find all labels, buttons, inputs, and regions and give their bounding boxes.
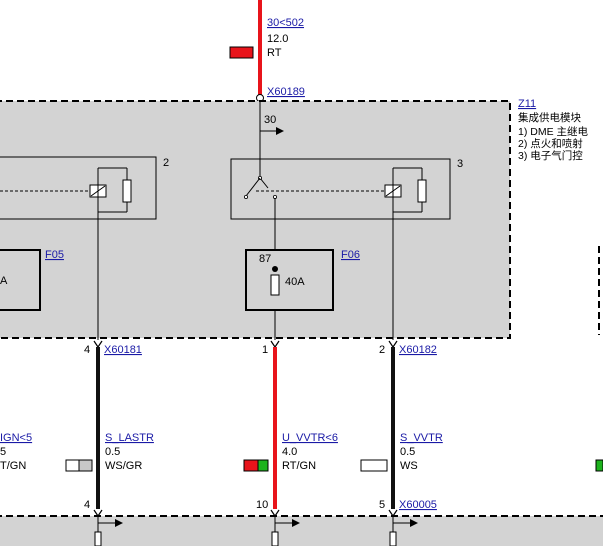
relay-right-box (230, 158, 451, 220)
fuse-f05-rating: A (0, 275, 8, 287)
fuse-f06-junction (272, 266, 278, 272)
wire-s-vvtr (391, 347, 395, 509)
fuse-f06-link[interactable]: F06 (341, 249, 360, 261)
pin-4-label: 4 (84, 344, 90, 356)
fuse-icon (270, 274, 280, 296)
wire-s-lastr (96, 347, 100, 509)
connector-x60189-link[interactable]: X60189 (267, 86, 305, 98)
terminal-30-label: 30 (264, 114, 276, 126)
fuse-f06-pin: 87 (259, 253, 271, 265)
connector-chevron-icon (93, 340, 103, 349)
swatch-gray-icon (78, 459, 93, 472)
relay-right-pin: 3 (457, 158, 463, 170)
wire-u-vvtr-link[interactable]: U_VVTR<6 (282, 432, 338, 444)
fuse-f06-rating: 40A (285, 276, 305, 288)
wire-color-code: RT (267, 47, 282, 59)
relay-switch-contact-icon (259, 177, 269, 189)
connector-chevron-icon (388, 340, 398, 349)
arrow-right-icon (292, 519, 300, 527)
swatch-green-icon (595, 459, 603, 472)
pin-5-label: 5 (379, 499, 385, 511)
swatch-white-icon (65, 459, 80, 472)
wire-ign-size: 5 (0, 446, 6, 458)
wire-size: 12.0 (267, 33, 288, 45)
module-ref-link[interactable]: Z11 (518, 98, 536, 110)
wire-ign-link[interactable]: IGN<5 (0, 432, 32, 444)
wire-color-swatch (229, 46, 254, 59)
component-icon (271, 531, 279, 546)
module-item-3: 3) 电子气门控 (518, 149, 583, 162)
wire-u-vvtr-color: RT/GN (282, 460, 316, 472)
relay-left-box (0, 156, 157, 220)
wire-s-lastr-link[interactable]: S_LASTR (105, 432, 154, 444)
module-title: 集成供电模块 (518, 111, 581, 124)
wire-s-vvtr-color: WS (400, 460, 418, 472)
connector-x60182-link[interactable]: X60182 (399, 344, 437, 356)
relay-left-resistor-icon (122, 179, 132, 203)
relay-right-resistor-icon (417, 179, 427, 203)
fuse-f06-box (245, 249, 334, 311)
arrow-right-icon (276, 127, 284, 135)
pin-2-label: 2 (379, 344, 385, 356)
pin-10-label: 10 (256, 499, 268, 511)
relay-switch-contact-a (243, 194, 248, 199)
module-item-2: 2) 点火和喷射 (518, 137, 583, 150)
pin-1-label: 1 (262, 344, 268, 356)
relay-switch-arm (245, 177, 261, 197)
swatch-red-icon (243, 459, 259, 472)
wire-s-vvtr-link[interactable]: S_VVTR (400, 432, 443, 444)
wire-ref-link[interactable]: 30<502 (267, 17, 304, 29)
wire-s-vvtr-size: 0.5 (400, 446, 415, 458)
wire-u-vvtr-size: 4.0 (282, 446, 297, 458)
module-item-1: 1) DME 主继电 (518, 125, 589, 138)
wire-s-lastr-size: 0.5 (105, 446, 120, 458)
component-icon (389, 531, 397, 546)
arrow-right-icon (115, 519, 123, 527)
connector-x60005-link[interactable]: X60005 (399, 499, 437, 511)
fuse-f05-link[interactable]: F05 (45, 249, 64, 261)
fuse-f05-box (0, 249, 41, 311)
component-icon (94, 531, 102, 546)
pin-4-bottom-label: 4 (84, 499, 90, 511)
module-bottom-box (0, 515, 603, 546)
relay-left-pin: 2 (163, 157, 169, 169)
wire-s-lastr-color: WS/GR (105, 460, 142, 472)
swatch-green-icon (257, 459, 269, 472)
connector-chevron-icon (270, 340, 280, 349)
wire-u-vvtr (273, 347, 277, 509)
arrow-right-icon (410, 519, 418, 527)
swatch-white-icon (360, 459, 388, 472)
wire-ign-color: T/GN (0, 460, 26, 472)
supply-wire-red (258, 0, 262, 97)
connector-x60181-link[interactable]: X60181 (104, 344, 142, 356)
